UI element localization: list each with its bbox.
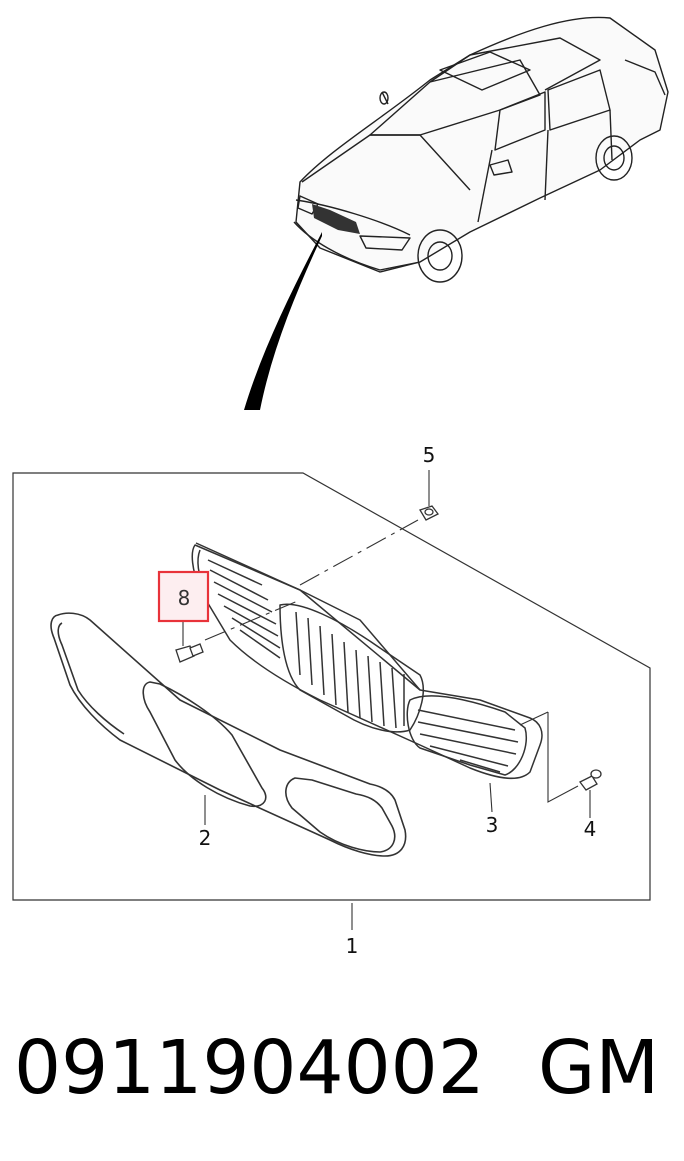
screw-4-part [579,769,602,791]
brand-label: GM [538,1025,660,1111]
callout-5: 5 [423,443,436,467]
leader-lines [182,470,591,930]
car-illustration [293,16,669,283]
dash-dot-centerlines [204,519,419,641]
callout-1: 1 [346,934,359,958]
callout-3: 3 [486,813,499,837]
callout-2: 2 [199,826,212,850]
grille-surround-part [50,612,407,857]
leader-swoosh [244,232,322,410]
callout-4: 4 [584,817,597,841]
car-grille-location [312,204,360,234]
nut-5-part [419,505,439,521]
part-number-label: 0911904002 [14,1025,485,1111]
assembly-outline [12,472,651,901]
callout-8: 8 [178,586,191,610]
highlight-box [157,570,210,623]
screw-8-part [175,643,204,663]
